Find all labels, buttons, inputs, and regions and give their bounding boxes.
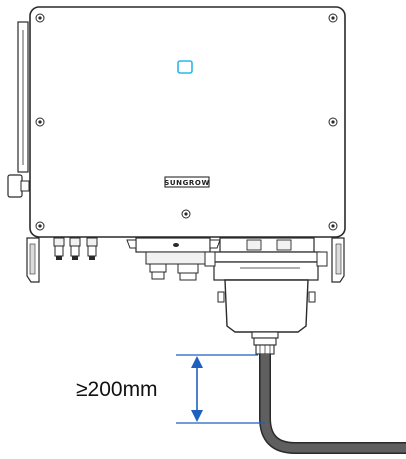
- arrow-down-icon: [191, 410, 203, 422]
- clearance-label: ≥200mm: [76, 378, 158, 401]
- communication-box: [135, 237, 211, 265]
- mounting-foot-left: [26, 237, 40, 283]
- arrow-up-icon: [191, 356, 203, 368]
- cable-gland: [177, 263, 199, 281]
- ac-conduit: [259, 354, 406, 454]
- side-handle: [7, 174, 30, 198]
- screw: [328, 117, 338, 127]
- svg-text:SUNGROW: SUNGROW: [164, 179, 210, 187]
- screw: [328, 13, 338, 23]
- brand-logo: SUNGROW: [164, 176, 210, 188]
- inverter-body: [29, 6, 346, 238]
- dc-connector: [86, 237, 98, 260]
- dc-connector: [69, 237, 81, 260]
- left-side-bracket: [17, 21, 29, 173]
- dc-connector: [53, 237, 65, 260]
- screw: [35, 117, 45, 127]
- cable-gland: [149, 263, 167, 280]
- led-indicator-icon: [177, 60, 193, 74]
- screw: [35, 13, 45, 23]
- ac-wiring-box: [204, 237, 328, 333]
- screw: [35, 221, 45, 231]
- screw: [181, 209, 191, 219]
- mounting-clip: [126, 239, 221, 249]
- ac-conduit-fill: [260, 354, 406, 453]
- screw: [328, 221, 338, 231]
- ac-cable-gland: [251, 331, 279, 355]
- mounting-foot-right: [331, 237, 345, 283]
- clearance-dimension: [176, 354, 265, 424]
